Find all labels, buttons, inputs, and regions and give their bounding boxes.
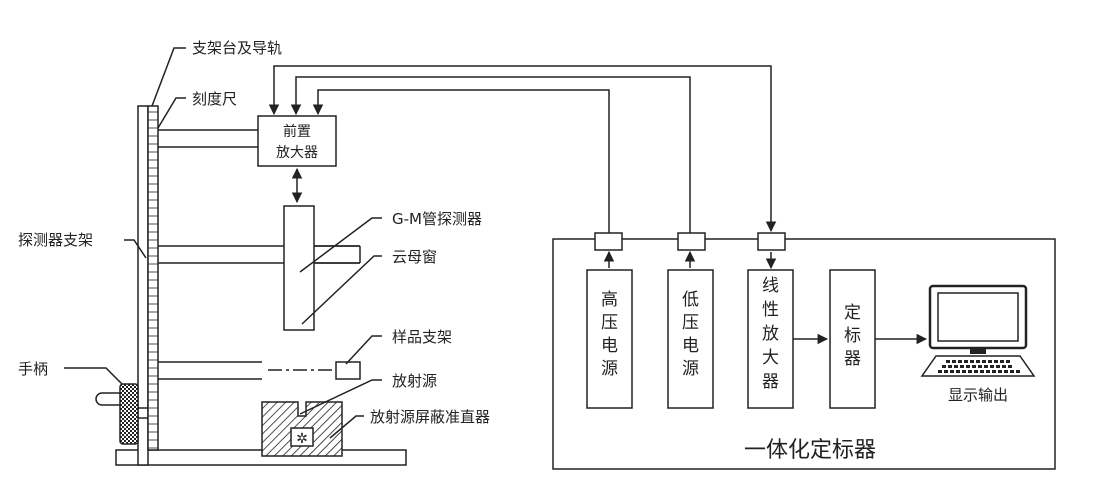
hv-supply-module [586,269,633,409]
preamp-label-1: 前置 [283,123,311,140]
hv-supply-label: 高压电源 [601,290,618,379]
leader-stand [151,47,186,107]
label-integrated-scaler: 一体化定标器 [744,438,876,463]
label-mica-window: 云母窗 [392,248,437,266]
lv-supply-module [667,269,714,409]
scaler-module [829,269,876,409]
leader-source [299,379,382,415]
linear-amp-label: 线性放大器 [762,276,779,392]
label-stand-rail: 支架台及导轨 [192,39,282,57]
leader-shield [329,415,364,439]
leader-handle [64,367,123,385]
scale-ruler [147,105,159,451]
sample-holder [335,361,361,380]
radiation-source-icon: ✲ [296,431,308,447]
source-cavity [290,427,314,447]
label-detector-bracket: 探测器支架 [18,231,93,249]
leader-sample [345,335,382,365]
label-sample-bracket: 样品支架 [392,328,452,346]
label-gm-detector: G-M管探测器 [392,210,482,228]
label-scale: 刻度尺 [192,90,237,108]
cable-lv [290,76,691,233]
stand-pole [137,105,149,466]
connector-lv [677,232,706,251]
label-shield-collimator: 放射源屏蔽准直器 [370,408,490,426]
computer-monitor-icon [920,284,1036,377]
scale-ticks [148,111,158,449]
label-display-output: 显示输出 [948,386,1008,404]
base-plate [115,449,407,466]
leader-detector-bracket [124,239,147,259]
connector-signal [757,232,786,251]
preamp-label-2: 放大器 [276,145,318,161]
label-source: 放射源 [392,372,437,390]
gm-detector-tube [283,205,315,331]
connector-hv [594,232,623,251]
linear-amp-module [747,269,794,409]
scaler-label: 定标器 [844,303,861,369]
cable-signal [268,65,777,233]
label-handle: 手柄 [18,360,48,378]
lv-supply-label: 低压电源 [682,290,699,379]
handle-knob [119,383,139,445]
leader-mica [301,255,382,325]
leader-scale [157,97,186,129]
